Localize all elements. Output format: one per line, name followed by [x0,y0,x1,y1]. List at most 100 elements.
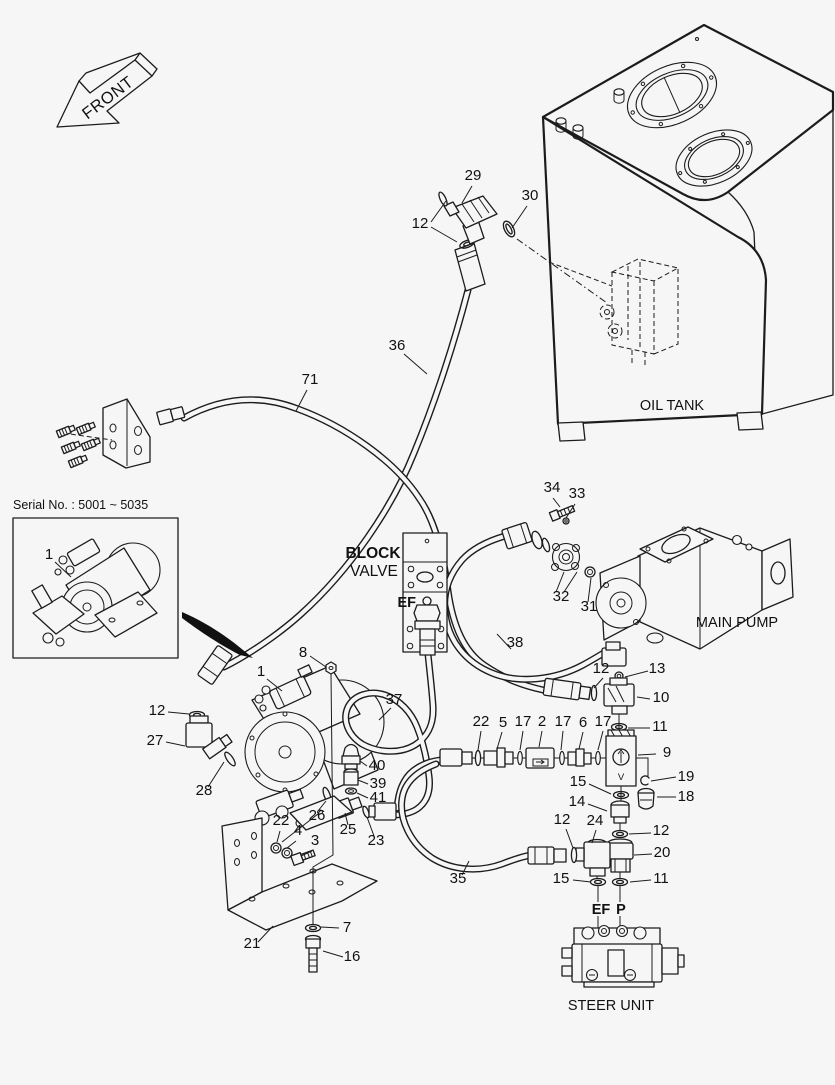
leader-line [276,830,281,843]
leader-line [300,850,313,857]
serial-label: Serial No. : 5001 ~ 5035 [13,498,148,512]
leader-line [624,670,649,678]
leader-line [207,761,225,788]
leader-line [344,812,349,826]
elbow-27 [185,715,233,760]
part-number-label: 27 [147,732,164,749]
hose-35 [398,760,536,873]
fitting-29-assembly [438,191,516,292]
part-number-label: 28 [196,782,213,799]
fitting-cluster-left [185,645,236,767]
bracket-bolt [67,453,89,469]
part-number-label: 35 [450,870,467,887]
leader-line [320,926,340,929]
clip-19 [640,775,650,786]
leader-line [309,655,327,668]
hose-38 [441,532,611,683]
o-ring-17 [559,750,565,766]
part-number-label: 26 [309,807,326,824]
part-number-label: 6 [579,714,587,731]
leader-line [629,879,652,883]
leader-line [565,503,576,519]
pump-flange-32 [551,542,581,572]
washer-7 [304,923,322,933]
part-number-label: 18 [678,788,695,805]
tank-hidden-valve [548,258,680,368]
nut-8 [325,661,337,675]
leader-line [591,829,597,844]
part-number-label: 8 [299,644,307,661]
tee-10 [603,677,635,715]
fitting-20 [607,838,634,873]
tank-opening-small [675,129,753,187]
leader-line [266,678,283,692]
part-number-label: 24 [587,812,604,829]
leader-line [430,200,447,223]
bolt-3 [290,849,316,867]
leader-line [317,800,327,812]
part-number-label: 7 [343,919,351,936]
ef-p-label-ef: EF [592,902,611,918]
pump-top-flange [639,526,714,563]
hose-36 [220,286,472,671]
part-number-label: 40 [369,757,386,774]
leader-line [496,633,512,650]
washer-22 [270,842,282,854]
part-number-label: 71 [302,371,319,388]
part-number-label: 17 [595,713,612,730]
part-number-label: 21 [244,935,261,952]
part-number-label: 1 [257,663,265,680]
hose-38-elbow [601,641,627,667]
main-pump: MAIN PUMP [501,505,794,650]
part-number-label: 12 [412,215,429,232]
row-hose-end [439,748,473,767]
leader-line [637,753,657,756]
o-ring-33 [562,517,570,525]
hose-bracket-71 [55,398,186,469]
leader-line [563,571,578,593]
leader-line [378,707,392,721]
inset-pointer-arrow [182,612,253,658]
hidden-connection-line [516,238,608,304]
part-number-label: 17 [555,713,572,730]
leader-line [636,696,651,700]
hose-row-link [393,756,445,812]
part-number-label: 15 [553,870,570,887]
serial-inset: Serial No. : 5001 ~ 5035 [12,498,179,659]
front-arrow: FRONT [56,52,158,128]
steer-unit: STEER UNIT [561,924,685,1014]
part-number-label: 9 [663,744,671,761]
inset-pump-drawing [31,538,161,647]
part-number-label: 29 [465,167,482,184]
leader-line [511,205,528,229]
o-ring-12 [570,846,578,864]
oil-tank: OIL TANK [516,23,835,442]
part-number-label: 22 [473,713,490,730]
nut-23 [362,805,370,819]
hose-38-pump-fitting [501,522,551,553]
bracket-bolt [60,439,82,455]
part-number-label: 16 [344,948,361,965]
o-ring-28 [224,751,236,767]
leader-line [588,783,612,795]
part-number-label: 11 [653,870,669,887]
leader-line [167,711,190,715]
leader-line [555,571,565,593]
right-stack: V [527,641,655,932]
fitting-cluster-40-39-41 [341,743,361,795]
part-number-label: 41 [370,789,387,806]
part-number-label: 39 [370,775,387,792]
leader-line [461,185,473,204]
mount-axis-8 [304,673,334,973]
main-pump-label: MAIN PUMP [696,615,778,631]
leader-line [597,730,604,751]
hose-71 [180,396,547,694]
oil-tank-label: OIL TANK [640,398,705,414]
leader-line [519,730,524,751]
o-ring-17 [595,750,601,766]
part-number-label: 23 [368,832,385,849]
part-number-label: 19 [678,768,695,785]
leader-line [356,792,369,799]
part-number-label: 15 [570,773,587,790]
